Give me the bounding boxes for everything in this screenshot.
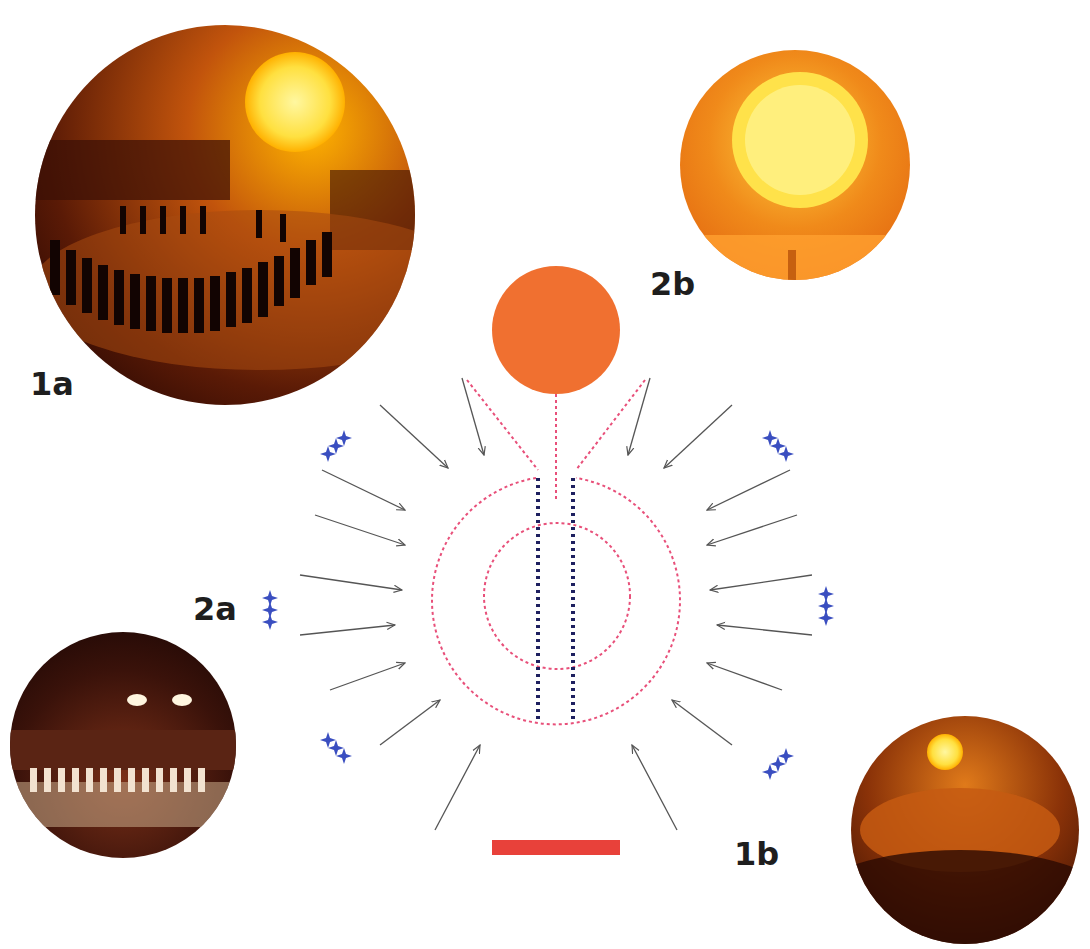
callout-number: 1a bbox=[30, 368, 74, 400]
callout-number: 2a bbox=[193, 593, 237, 625]
callout-number: 1b bbox=[734, 838, 779, 870]
callout-number: 2b bbox=[650, 268, 695, 300]
